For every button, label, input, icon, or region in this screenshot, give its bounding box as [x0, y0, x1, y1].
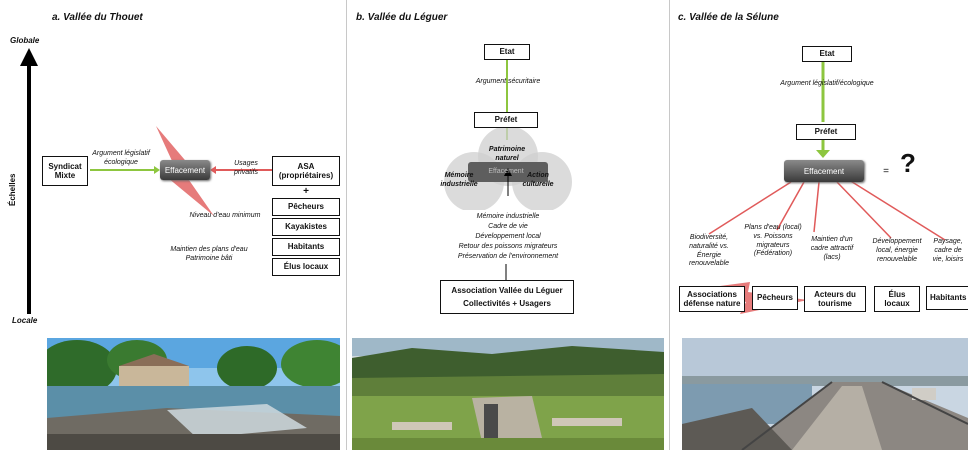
- lightning-bolt-icon: [156, 126, 214, 216]
- panel-b-title: b. Vallée du Léguer: [356, 12, 448, 23]
- panel-a-connectors: [90, 166, 272, 174]
- actor-box-a-3: Élus locaux: [272, 258, 340, 276]
- asa-box: ASA (propriétaires): [272, 156, 340, 186]
- actor-box-a-0: Pêcheurs: [272, 198, 340, 216]
- actor-box-a-2: Habitants: [272, 238, 340, 256]
- c-text-1: Plans d'eau (local) vs. Poissons migrate…: [744, 224, 802, 258]
- value-text-1: Cadre de vie: [488, 223, 528, 230]
- niveau-eau-text: Niveau d'eau minimum: [189, 212, 261, 219]
- panel-divider-1: [346, 0, 347, 450]
- equals-sign: =: [883, 166, 889, 177]
- association-line-2: Collectivités + Usagers: [463, 298, 551, 308]
- axis-bottom-label: Locale: [12, 316, 38, 325]
- question-mark: ?: [900, 148, 916, 178]
- up-arrow-icon: [504, 168, 512, 196]
- etat-box-b: Etat: [484, 44, 530, 60]
- value-text-4: Préservation de l'environnement: [457, 253, 559, 260]
- effacement-node-b: Effacement: [488, 168, 524, 175]
- argument-legislatif-text: Argument législatif écologique: [92, 150, 150, 166]
- value-text-3: Retour des poissons migrateurs: [458, 243, 558, 250]
- association-box: Association Vallée du Léguer Collectivit…: [440, 280, 574, 314]
- venn-circles: [444, 126, 572, 210]
- photo-selune: [682, 338, 968, 450]
- actor-box-c-4: Habitants: [926, 286, 968, 310]
- circle-memoire-label: Mémoire industrielle: [440, 172, 478, 188]
- panel-c-connectors: [708, 62, 946, 241]
- circle-patrimoine-label: Patrimoine naturel: [488, 146, 526, 162]
- panel-c-title: c. Vallée de la Sélune: [678, 12, 779, 23]
- actor-box-c-0: Associations défense nature: [679, 286, 745, 312]
- scale-axis-arrow: [20, 48, 38, 314]
- photo-thouet: [47, 338, 340, 450]
- axis-top-label: Globale: [10, 36, 40, 45]
- c-text-0: Biodiversité, naturalité vs. Énergie ren…: [688, 234, 730, 268]
- effacement-node-a: Effacement: [160, 160, 210, 180]
- argument-legislatif-c-text: Argument législatif/écologique: [780, 80, 874, 87]
- value-text-2: Développement local: [475, 233, 541, 240]
- c-text-4: Paysage, cadre de vie, loisirs: [932, 238, 964, 263]
- actor-box-a-1: Kayakistes: [272, 218, 340, 236]
- prefet-box-b: Préfet: [474, 112, 538, 128]
- prefet-box-c: Préfet: [796, 124, 856, 140]
- circle-action-label: Action culturelle: [522, 172, 554, 188]
- plus-sign: +: [303, 186, 309, 197]
- c-text-2: Maintien d'un cadre attractif (lacs): [810, 236, 854, 261]
- c-text-3: Développement local, énergie renouvelabl…: [872, 238, 922, 263]
- maintien-plans-text: Maintien des plans d'eau Patrimoine bâti: [170, 246, 248, 262]
- etat-box-c: Etat: [802, 46, 852, 62]
- actor-box-c-1: Pêcheurs: [752, 286, 798, 310]
- actor-box-c-2: Acteurs du tourisme: [804, 286, 866, 312]
- effacement-node-c: Effacement: [784, 160, 864, 182]
- panel-a-title: a. Vallée du Thouet: [52, 12, 143, 23]
- panel-divider-2: [669, 0, 670, 450]
- usages-privatifs-text: Usages privatifs: [233, 160, 259, 176]
- actor-box-c-3: Élus locaux: [874, 286, 920, 312]
- syndicat-mixte-box: Syndicat Mixte: [42, 156, 88, 186]
- argument-securitaire-text: Argument sécuritaire: [475, 78, 541, 85]
- photo-leguer: [352, 338, 664, 450]
- association-line-1: Association Vallée du Léguer: [451, 286, 563, 296]
- value-text-0: Mémoire industrielle: [476, 213, 540, 220]
